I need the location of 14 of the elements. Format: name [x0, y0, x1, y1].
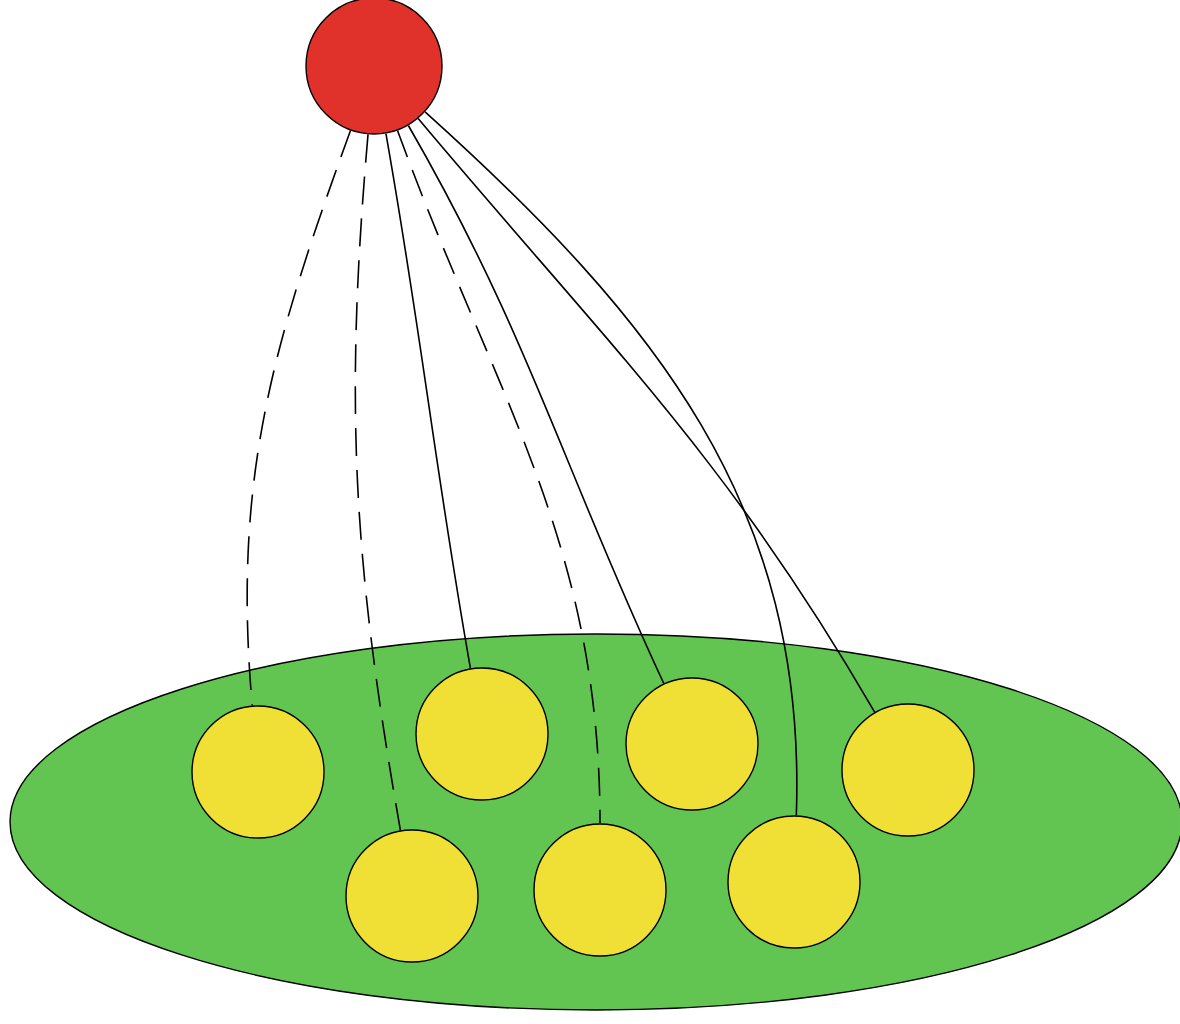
small-circle — [345, 829, 479, 963]
small-circle — [625, 677, 759, 811]
small-circle — [191, 705, 325, 839]
connector-line — [246, 129, 352, 707]
small-circle — [841, 703, 975, 837]
small-circle — [415, 667, 549, 801]
connector-line — [396, 129, 601, 825]
connector-line — [407, 124, 665, 685]
small-circle — [533, 823, 667, 957]
small-circle — [727, 815, 861, 949]
connector-line — [354, 133, 402, 832]
connector-line — [385, 132, 472, 670]
connector-line — [424, 111, 798, 817]
connector-line — [417, 117, 876, 713]
